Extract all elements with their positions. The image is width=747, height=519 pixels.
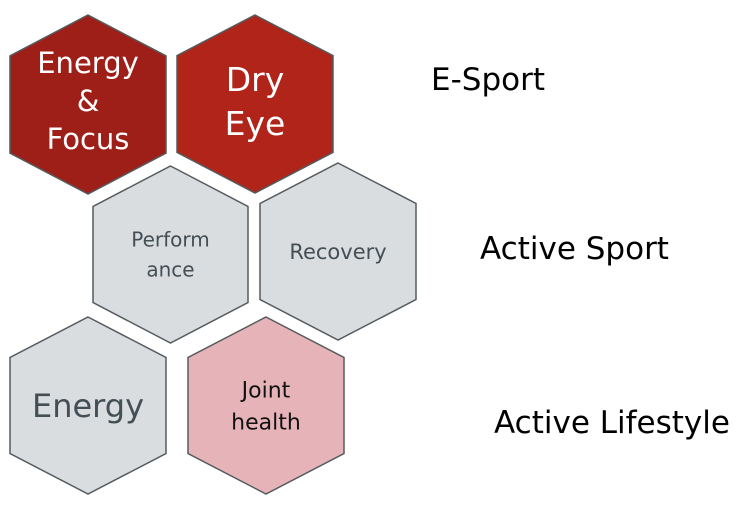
hexagon-energy: Energy bbox=[9, 316, 167, 495]
hexagon-label-line: Joint bbox=[240, 378, 291, 403]
hexagon-performance: Perform ance bbox=[92, 165, 249, 344]
hexagon-label-line: Energy bbox=[32, 387, 144, 425]
hexagon-shape bbox=[259, 162, 417, 341]
hexagon-label-line: Energy bbox=[37, 46, 139, 80]
category-label-esport: E-Sport bbox=[431, 62, 545, 98]
category-label-active-sport: Active Sport bbox=[480, 231, 669, 267]
hexagon-shape bbox=[9, 14, 167, 195]
hexagon-label-line: Eye bbox=[225, 104, 286, 143]
hexagon-label-line: Focus bbox=[47, 122, 130, 156]
hexagon-shape bbox=[9, 316, 167, 495]
hexagon-energy-focus: Energy & Focus bbox=[9, 14, 167, 195]
hexagon-label-line: health bbox=[231, 410, 301, 435]
hexagon-label-line: Perform bbox=[131, 228, 210, 252]
hexagon-recovery: Recovery bbox=[259, 162, 417, 341]
hexagon-label-line: & bbox=[77, 84, 100, 118]
hexagon-label-line: Recovery bbox=[289, 240, 386, 264]
hexagon-shape bbox=[92, 165, 249, 344]
hexagon-shape bbox=[187, 316, 345, 495]
hexagon-shape bbox=[176, 14, 334, 194]
category-label-active-lifestyle: Active Lifestyle bbox=[494, 405, 730, 441]
hexagon-label-line: Dry bbox=[226, 60, 285, 99]
hexagon-label-line: ance bbox=[146, 258, 194, 282]
hexagon-joint-health: Joint health bbox=[187, 316, 345, 495]
